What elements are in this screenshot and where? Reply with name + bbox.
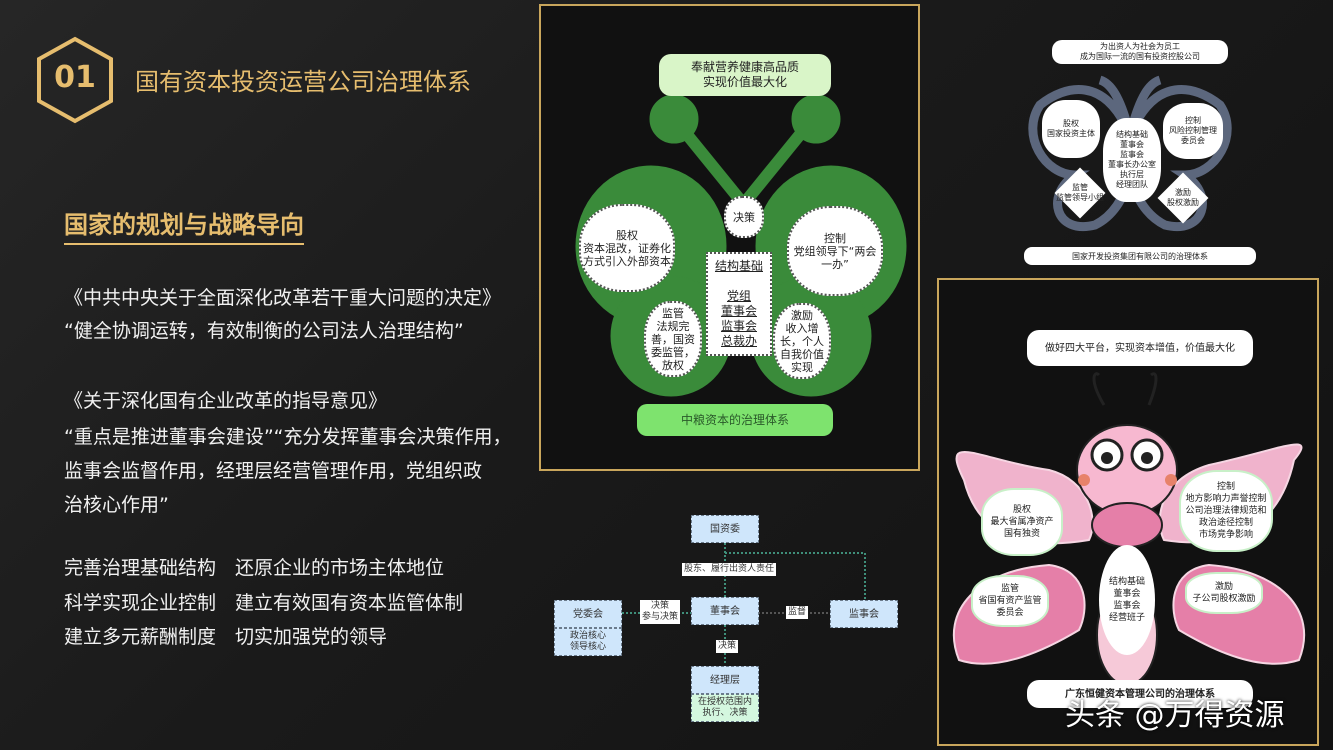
org-board: 董事会 [691,597,759,625]
cofco-goal-box: 奉献营养健康高品质实现价值最大化 [659,54,831,96]
cofco-governance-panel: 奉献营养健康高品质实现价值最大化 决策 股权资本混改，证券化方式引入外部资本 控… [539,4,920,471]
paragraph-line: “健全协调运转，有效制衡的公司法人治理结构” [64,320,464,342]
sdic-structure: 结构基础董事会监事会董事长办公室执行层经理团队 [1103,118,1161,202]
cofco-incentive: 激励收入增长，个人自我价值实现 [773,303,831,379]
hengjian-goal-box: 做好四大平台，实现资本增值，价值最大化 [1027,330,1253,366]
org-management-role: 在授权范围内执行、决策 [691,694,759,722]
hengjian-caption: 广东恒健资本管理公司的治理体系 [1027,680,1253,708]
org-supervisors: 监事会 [830,600,898,628]
hengjian-incentive: 激励子公司股权激励 [1185,572,1263,614]
paragraph-line: 治核心作用” [64,494,169,516]
sdic-goal-box: 为出资人为社会为员工成为国际一流的国有投资控股公司 [1052,40,1228,64]
cofco-decision: 决策 [724,196,764,238]
hengjian-structure: 结构基础董事会监事会经营班子 [1099,545,1155,655]
cofco-control: 控制党组领导下“两会一办” [787,206,883,296]
cofco-equity: 股权资本混改，证券化方式引入外部资本 [579,204,675,292]
sdic-incentive: 激励股权激励 [1167,188,1199,207]
paragraph-line: 《关于深化国有企业改革的指导意见》 [64,390,388,412]
org-party-role: 政治核心领导核心 [554,628,622,656]
sdic-equity: 股权国家投资主体 [1042,100,1100,158]
sdic-supervise: 监管监管领导小组 [1056,183,1104,202]
paragraph-line: 监事会监督作用，经理层经营管理作用，党组织政 [64,460,483,482]
page-title: 国有资本投资运营公司治理体系 [135,68,471,96]
org-decision-participate-label: 决策参与决策 [640,600,681,624]
paragraph-line: 《中共中央关于全面深化改革若干重大问题的决定》 [64,287,502,309]
watermark: 头条 @万得资源 [1065,698,1285,733]
hengjian-governance-panel: 做好四大平台，实现资本增值，价值最大化 股权最大省属净资产国有独资 控制地方影响… [937,278,1319,746]
org-supervise-label: 监督 [786,606,809,619]
paragraph-line: “重点是推进董事会建设”“充分发挥董事会决策作用， [64,426,512,448]
cofco-caption: 中粮资本的治理体系 [637,404,833,436]
goal-line: 完善治理基础结构 还原企业的市场主体地位 [64,557,445,579]
org-decision-label: 决策 [716,640,739,653]
cofco-supervise: 监管法规完善，国资委监管，放权 [644,301,702,377]
section-heading: 国家的规划与战略导向 [64,205,304,245]
goal-line: 建立多元薪酬制度 切实加强党的领导 [64,626,388,648]
hengjian-control: 控制地方影响力声誉控制公司治理法律规范和政治途径控制市场竞争影响 [1179,470,1273,552]
hengjian-equity: 股权最大省属净资产国有独资 [981,488,1063,556]
org-management: 经理层 [691,666,759,694]
number-badge-hexagon [37,36,113,124]
org-party-committee: 党委会 [554,600,622,628]
org-shareholder-label: 股东、履行出资人责任 [682,563,777,576]
section-number: 01 [54,60,96,95]
sdic-control: 控制风险控制管理委员会 [1163,103,1223,159]
cofco-structure: 结构基础党组董事会监事会总裁办 [706,252,772,356]
sdic-caption: 国家开发投资集团有限公司的治理体系 [1024,247,1256,265]
hengjian-supervise: 监管省国有资产监管委员会 [971,575,1049,627]
goal-line: 科学实现企业控制 建立有效国有资本监管体制 [64,592,464,614]
org-sasac: 国资委 [691,515,759,543]
